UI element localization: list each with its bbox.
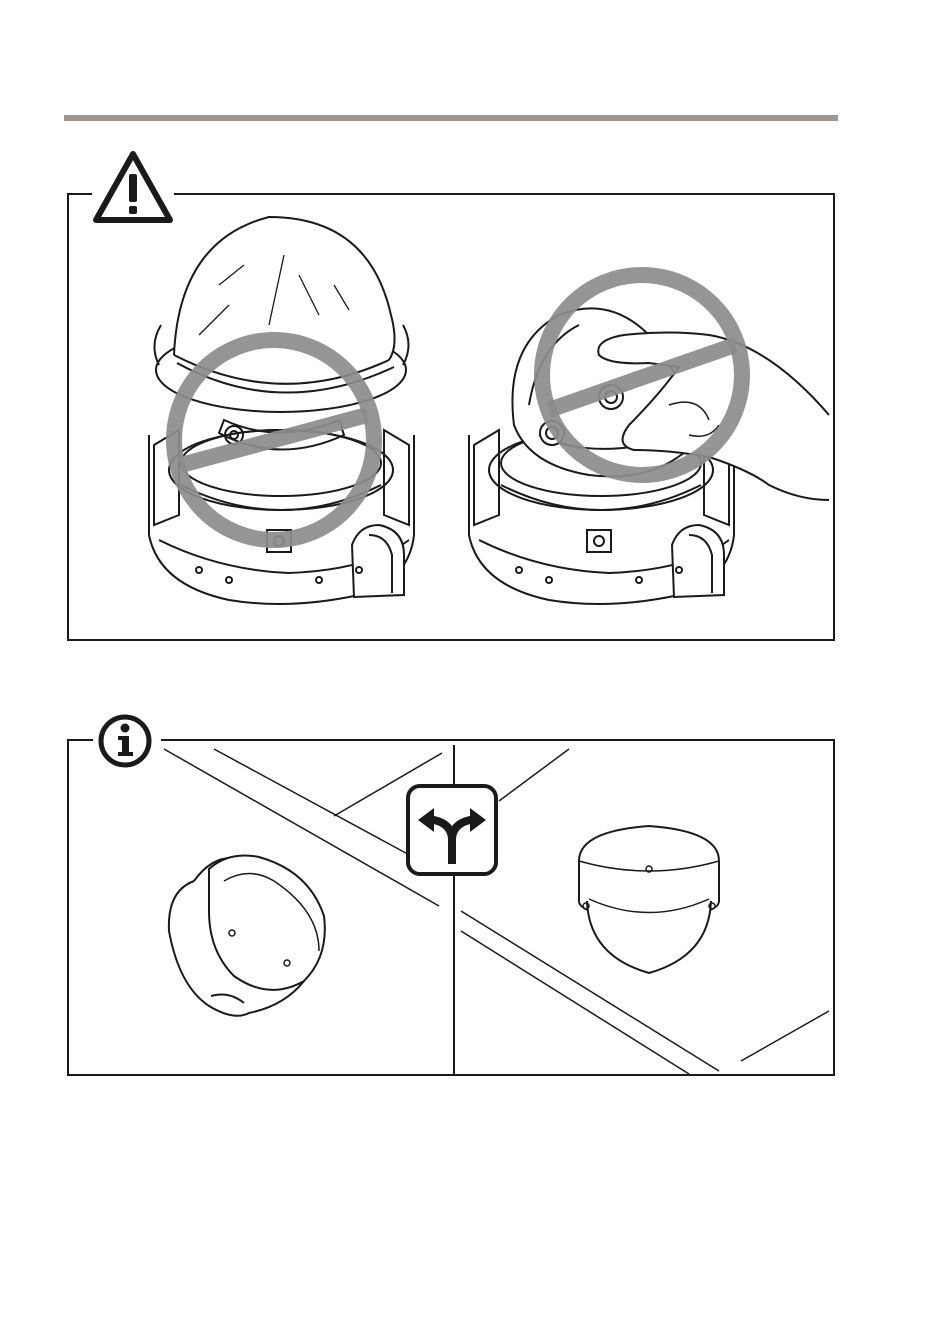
info-right-illustration [461, 749, 829, 1074]
warning-right-illustration [469, 308, 829, 604]
choice-tag [406, 784, 498, 876]
warning-triangle-icon [92, 148, 174, 228]
warning-illustrations [69, 195, 837, 643]
info-left-illustration [164, 749, 442, 1016]
info-circle-icon [93, 712, 161, 770]
warning-tag [92, 148, 174, 228]
info-tag [93, 712, 161, 770]
fork-arrows-icon [406, 784, 498, 876]
top-rule [64, 115, 838, 121]
warning-panel [67, 193, 835, 641]
